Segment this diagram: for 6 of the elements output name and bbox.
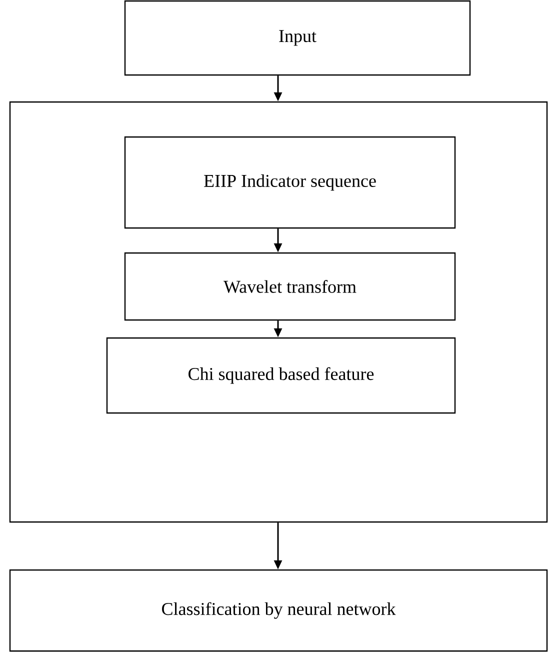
process-box: EIIP Indicator sequence (124, 136, 456, 229)
output-box: Classification by neural network (9, 569, 548, 652)
process-box: Wavelet transform (124, 252, 456, 321)
group-box (9, 101, 548, 523)
process-box: Chi squared based feature (106, 337, 456, 414)
input-box: Input (124, 0, 471, 76)
